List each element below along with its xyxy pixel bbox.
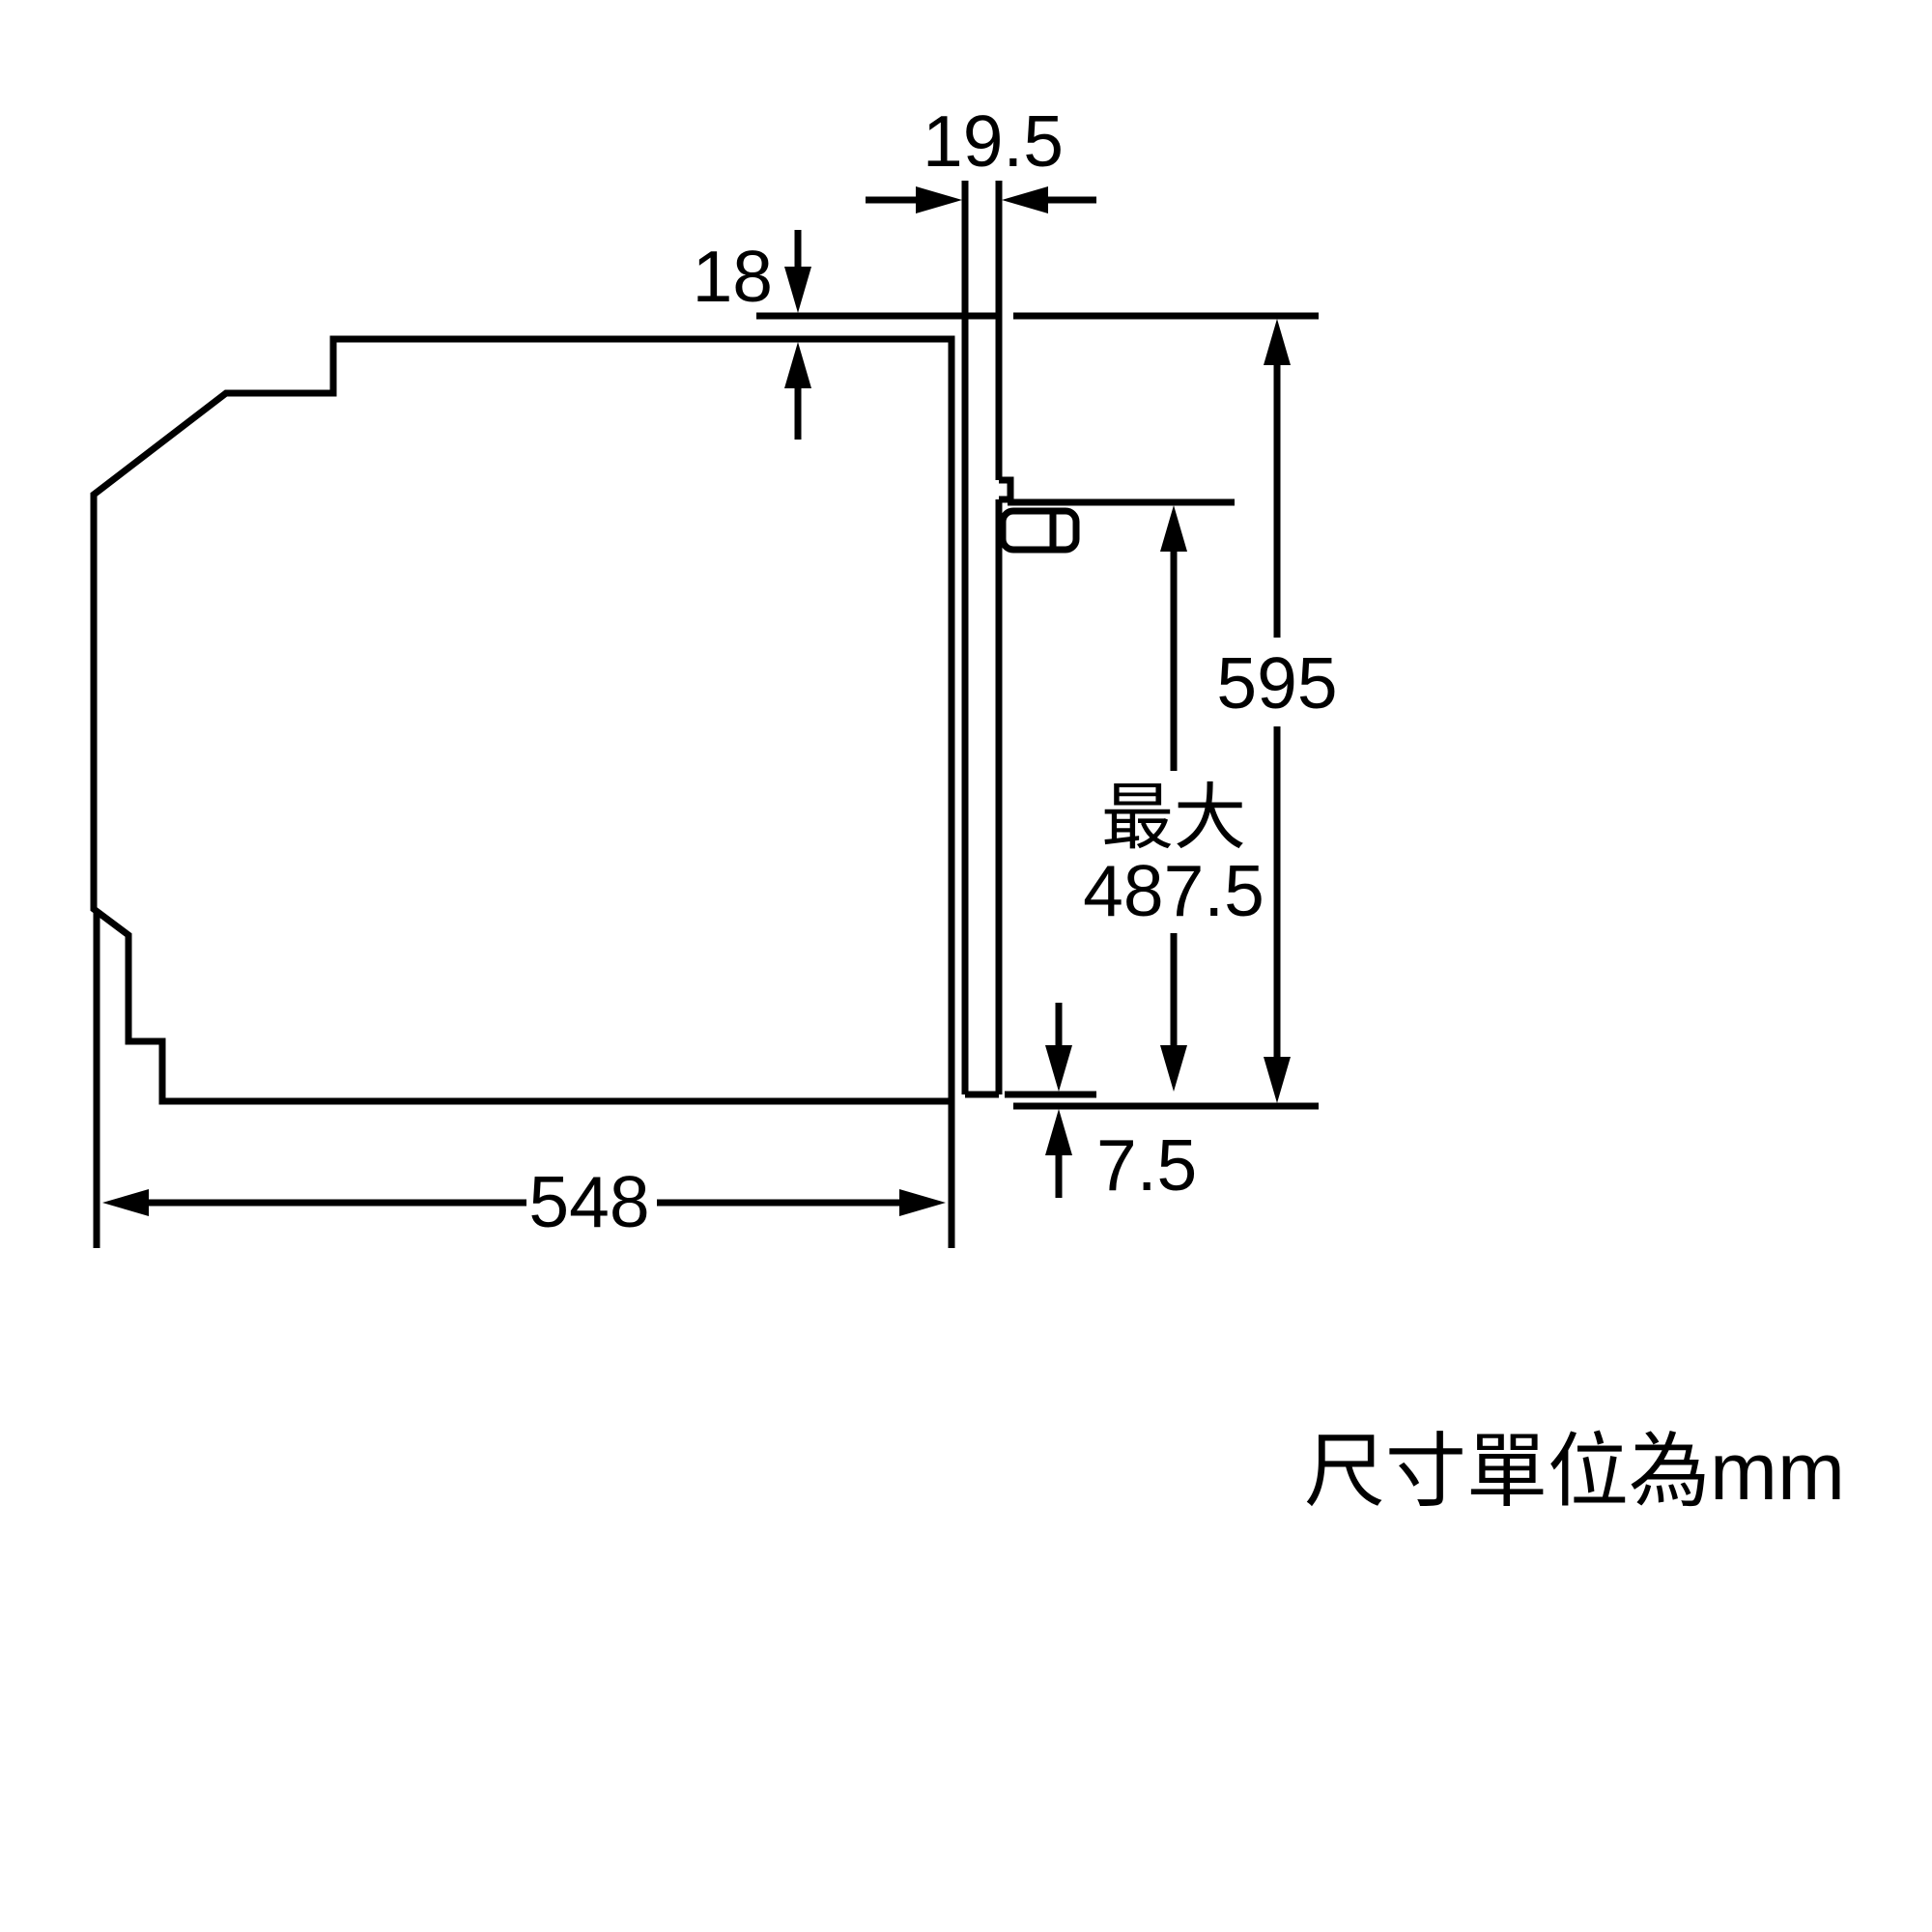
arrowhead-up — [1264, 319, 1291, 365]
dimension-bottom-gap: 7.5 — [1045, 1003, 1197, 1206]
oven-body-outline — [90, 335, 955, 1105]
arrowhead-up — [784, 342, 811, 388]
dim-label-body-depth: 548 — [528, 1161, 649, 1242]
dimension-height: 595 — [1013, 312, 1350, 1110]
dimension-max-depth: 最大 487.5 — [1005, 498, 1267, 1098]
arrowhead-up — [1160, 505, 1187, 552]
label-background — [1080, 771, 1267, 933]
arrowhead-right — [899, 1189, 946, 1216]
arrowhead-down — [1045, 1045, 1072, 1092]
door-handle-outline — [999, 507, 1080, 554]
arrowhead-up — [1045, 1109, 1072, 1155]
unit-note: 尺寸單位為mm — [1304, 1426, 1845, 1517]
door-handle — [999, 507, 1080, 554]
dimension-panel-thickness: 19.5 — [866, 100, 1096, 316]
arrowhead-down — [784, 267, 811, 313]
dim-label-max-prefix: 最大 — [1101, 777, 1246, 858]
label-background — [1205, 638, 1350, 726]
dim-label-bottom-gap: 7.5 — [1096, 1124, 1197, 1206]
front-panel-latch-step — [999, 476, 1014, 503]
arrowhead-down — [1264, 1057, 1291, 1103]
dim-label-height: 595 — [1216, 642, 1337, 724]
dim-label-max-depth: 487.5 — [1083, 850, 1264, 931]
dimension-top-overhang: 18 — [693, 230, 965, 440]
front-panel — [961, 312, 1014, 1098]
dim-label-top-overhang: 18 — [693, 236, 773, 317]
arrowhead-left — [1002, 186, 1048, 213]
dimension-body-depth: 548 — [93, 913, 955, 1248]
arrowhead-down — [1160, 1045, 1187, 1092]
arrowhead-right — [916, 186, 962, 213]
arrowhead-left — [102, 1189, 149, 1216]
dim-label-panel-thickness: 19.5 — [923, 100, 1064, 182]
